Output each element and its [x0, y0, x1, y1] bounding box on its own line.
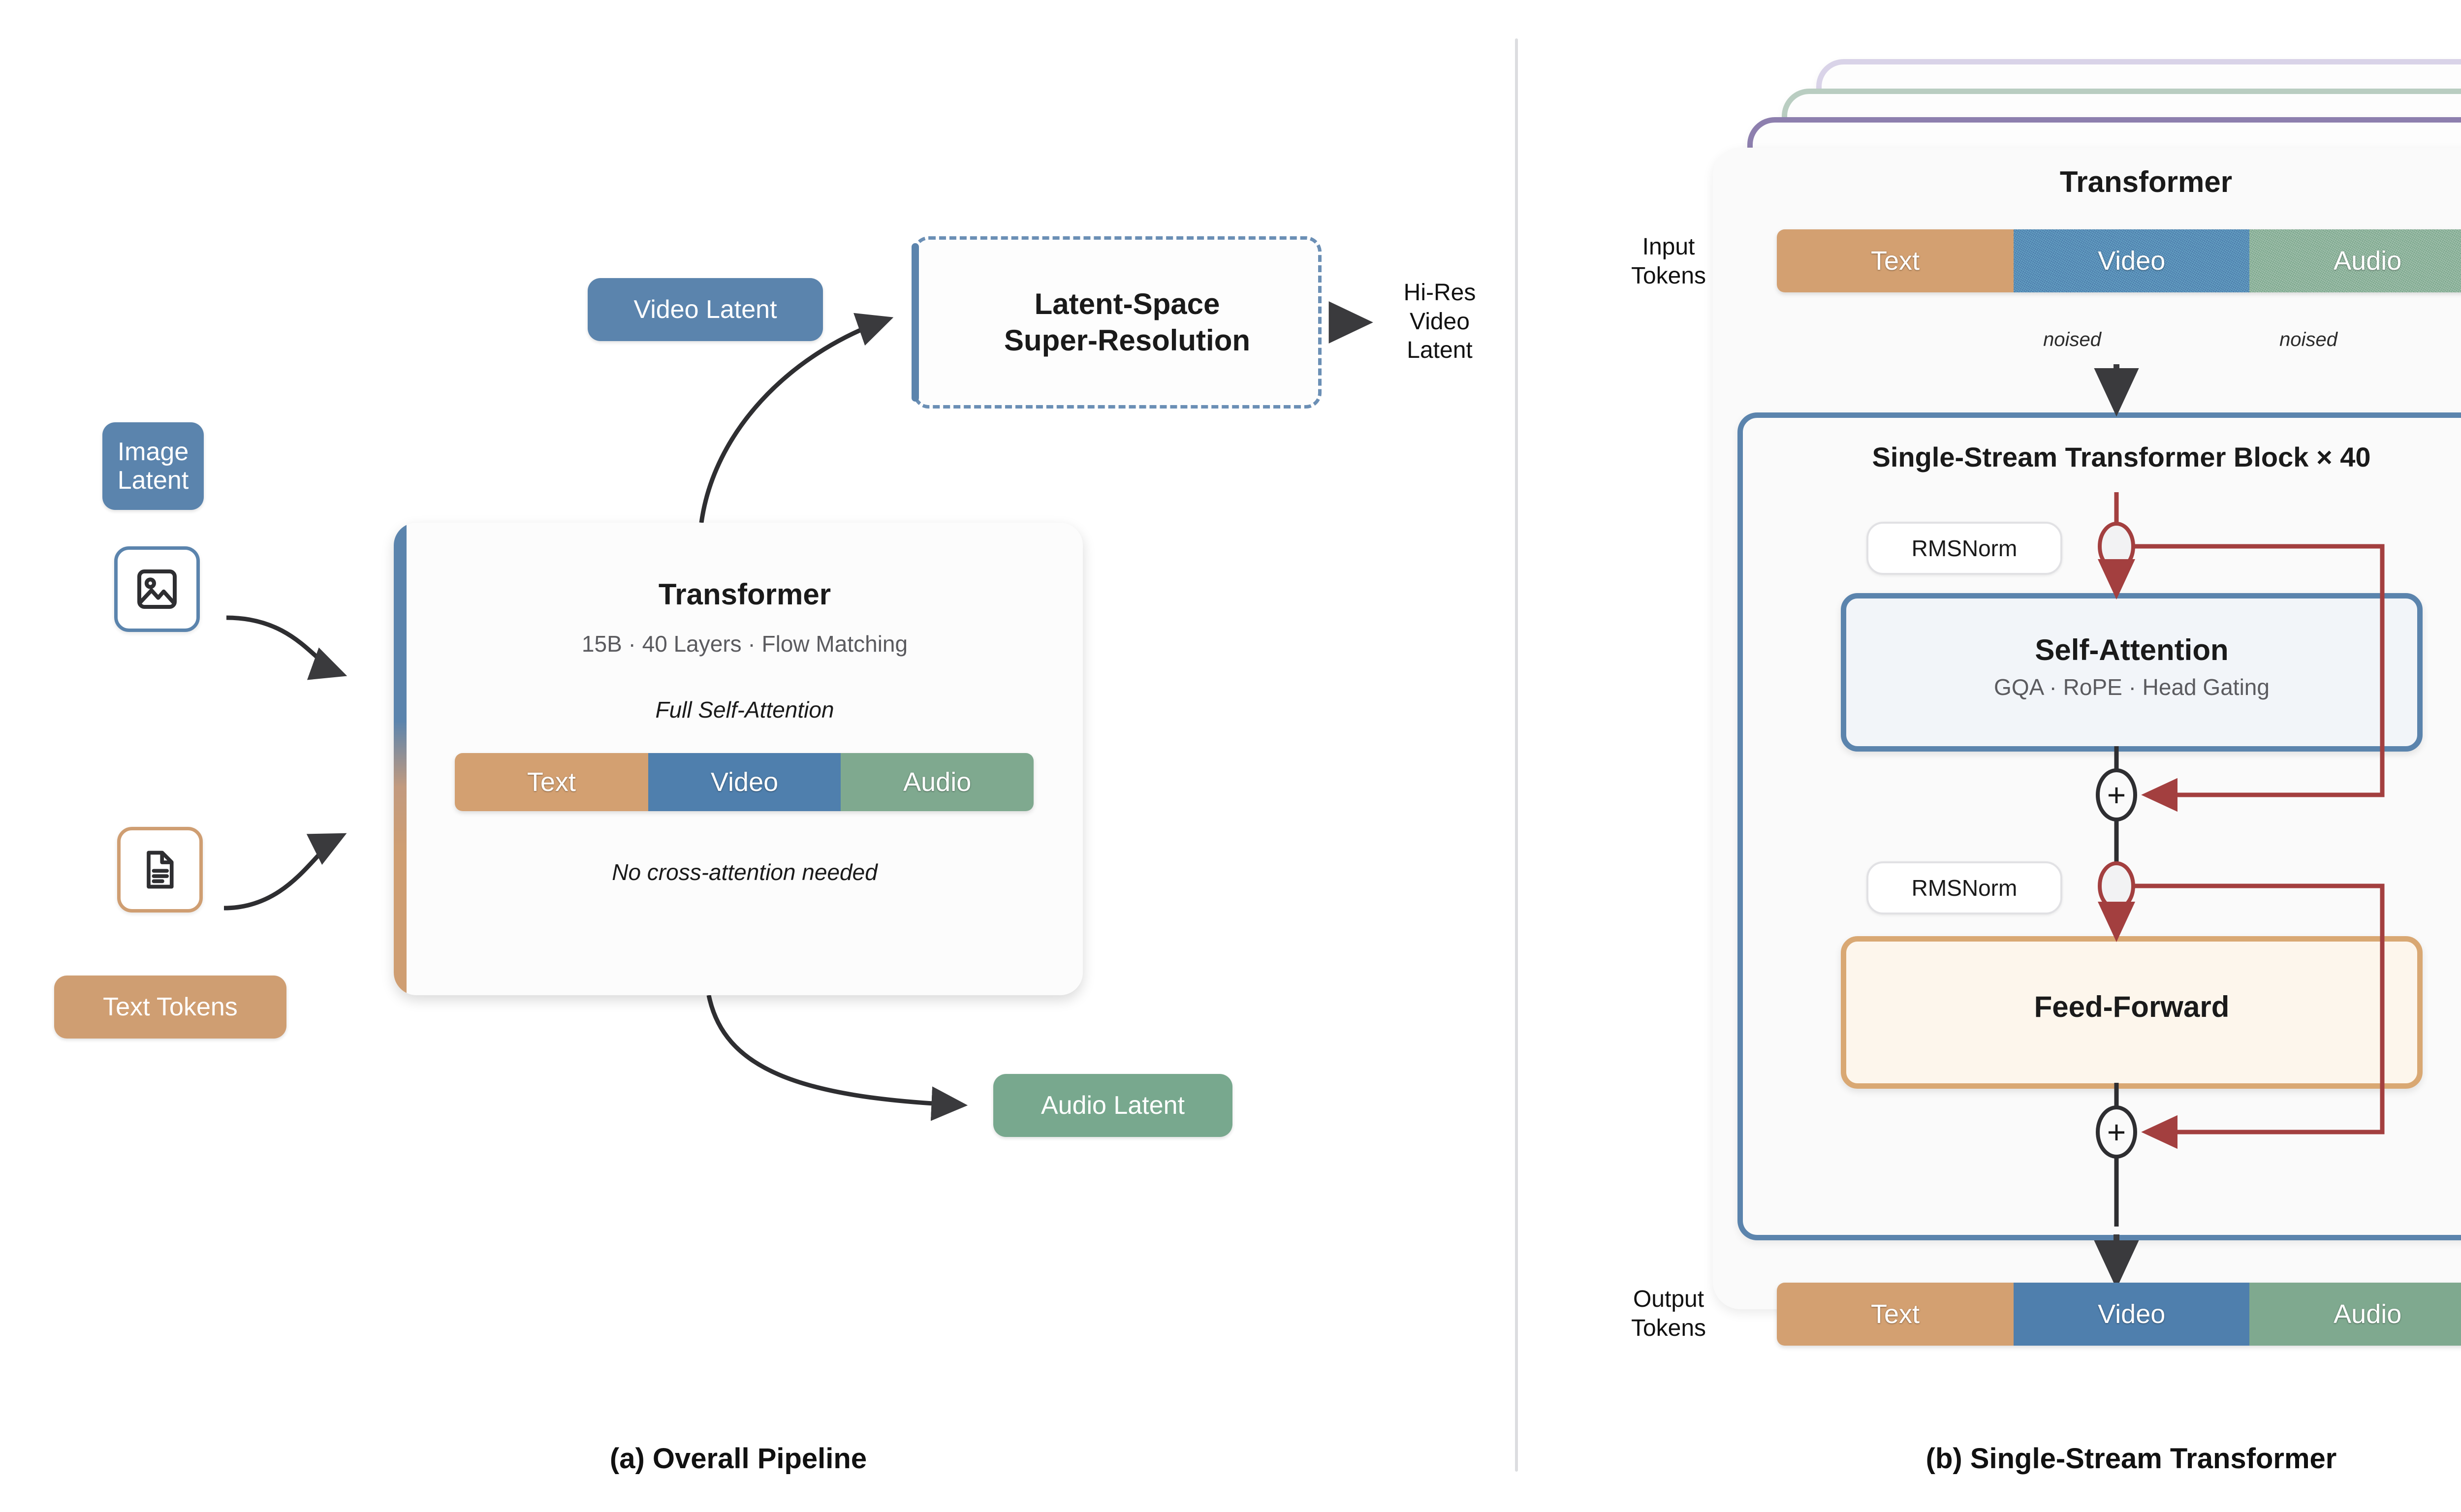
rmsnorm-1-text: RMSNorm	[1911, 536, 2018, 561]
document-icon	[147, 850, 174, 889]
self-attention-labels: Self-Attention GQA · RoPE · Head Gating	[1841, 598, 2423, 736]
super-resolution-line1: Latent-Space	[1034, 287, 1220, 320]
document-icon-chip	[117, 827, 203, 913]
panel-a-caption: (a) Overall Pipeline	[609, 1443, 867, 1475]
image-latent-line2: Latent	[117, 466, 189, 495]
card-accent-bar	[394, 523, 407, 995]
output-segment-video: Video	[2013, 1283, 2250, 1346]
feed-forward-labels: Feed-Forward	[1841, 936, 2423, 1078]
hi-res-line1: Hi-Res	[1403, 280, 1476, 306]
transformer-spec: 15B · 40 Layers · Flow Matching	[407, 629, 1083, 659]
single-stream-block-title-text: Single-Stream Transformer Block × 40	[1872, 441, 2371, 472]
no-cross-attention-note: No cross-attention needed	[407, 857, 1083, 887]
single-stream-block-title: Single-Stream Transformer Block × 40	[1737, 438, 2461, 475]
transformer-spec-text: 15B · 40 Layers · Flow Matching	[581, 631, 908, 657]
text-tokens-badge: Text Tokens	[54, 976, 286, 1039]
panel-a-connectors	[223, 301, 1373, 1121]
noised-label-audio: noised	[2190, 325, 2427, 354]
input-tokens-line1: Input	[1642, 234, 1695, 260]
image-icon	[137, 569, 177, 609]
super-resolution-box: Latent-Space Super-Resolution	[912, 236, 1322, 409]
noised-label-video: noised	[1954, 325, 2190, 354]
panel-b-transformer-title: Transformer	[1713, 162, 2461, 202]
input-segment-audio: Audio	[2249, 229, 2461, 292]
rmsnorm-pill-1: RMSNorm	[1866, 522, 2062, 575]
svg-text:+: +	[2107, 1114, 2126, 1150]
feed-forward-title: Feed-Forward	[2034, 990, 2230, 1023]
video-latent-badge: Video Latent	[588, 278, 823, 341]
input-token-bar: Text Video Audio	[1777, 229, 2461, 292]
self-attention-title: Self-Attention	[2035, 633, 2229, 666]
audio-latent-badge: Audio Latent	[993, 1074, 1232, 1137]
noised-audio-text: noised	[2279, 328, 2337, 350]
input-segment-video: Video	[2013, 229, 2250, 292]
video-latent-label: Video Latent	[633, 295, 777, 324]
panel-b-connectors: + +	[2094, 364, 2385, 1289]
feed-forward-box	[1841, 936, 2423, 1089]
hi-res-video-latent-label: Hi-Res Video Latent	[1368, 235, 1511, 409]
super-resolution-labels: Latent-Space Super-Resolution	[933, 236, 1322, 409]
panel-b-caption: (b) Single-Stream Transformer	[1925, 1443, 2337, 1475]
output-tokens-line1: Output	[1633, 1286, 1704, 1313]
input-tokens-label: Input Tokens	[1575, 227, 1762, 296]
panel-b-transformer-title-text: Transformer	[2059, 165, 2233, 198]
output-segment-text: Text	[1777, 1283, 2014, 1346]
super-resolution-dashed-border	[913, 236, 1322, 409]
overall-transformer-card: Transformer 15B · 40 Layers · Flow Match…	[394, 523, 1083, 995]
modality-segment-video: Video	[648, 753, 841, 811]
output-tokens-label: Output Tokens	[1575, 1280, 1762, 1349]
full-self-attention-note: Full Self-Attention	[407, 695, 1083, 724]
panel-divider	[1515, 38, 1518, 1472]
modality-bar: Text Video Audio	[455, 753, 1034, 811]
no-cross-attention-text: No cross-attention needed	[612, 859, 878, 885]
output-segment-audio: Audio	[2249, 1283, 2461, 1346]
modality-segment-text: Text	[455, 753, 648, 811]
hi-res-line3: Latent	[1407, 337, 1473, 364]
hi-res-line2: Video	[1410, 308, 1470, 335]
svg-text:+: +	[2107, 777, 2126, 813]
rmsnorm-pill-2: RMSNorm	[1866, 861, 2062, 914]
input-segment-text: Text	[1777, 229, 2014, 292]
self-attention-subtitle: GQA · RoPE · Head Gating	[1994, 674, 2270, 700]
super-resolution-line2: Super-Resolution	[1004, 324, 1250, 357]
audio-latent-label: Audio Latent	[1041, 1091, 1185, 1120]
image-icon-chip	[114, 546, 200, 632]
transformer-title-text: Transformer	[658, 578, 831, 611]
output-tokens-line2: Tokens	[1631, 1315, 1706, 1341]
image-latent-line1: Image	[117, 437, 189, 466]
input-tokens-line2: Tokens	[1631, 263, 1706, 289]
noised-video-text: noised	[2043, 328, 2101, 350]
full-self-attention-text: Full Self-Attention	[655, 697, 834, 723]
modality-segment-audio: Audio	[841, 753, 1034, 811]
super-resolution-accent-bar	[912, 243, 919, 402]
text-tokens-label: Text Tokens	[103, 992, 238, 1021]
self-attention-box	[1841, 593, 2423, 752]
transformer-title: Transformer	[407, 574, 1083, 615]
output-token-bar: Text Video Audio	[1777, 1283, 2461, 1346]
image-latent-badge: Image Latent	[102, 422, 204, 510]
rmsnorm-2-text: RMSNorm	[1911, 875, 2018, 901]
